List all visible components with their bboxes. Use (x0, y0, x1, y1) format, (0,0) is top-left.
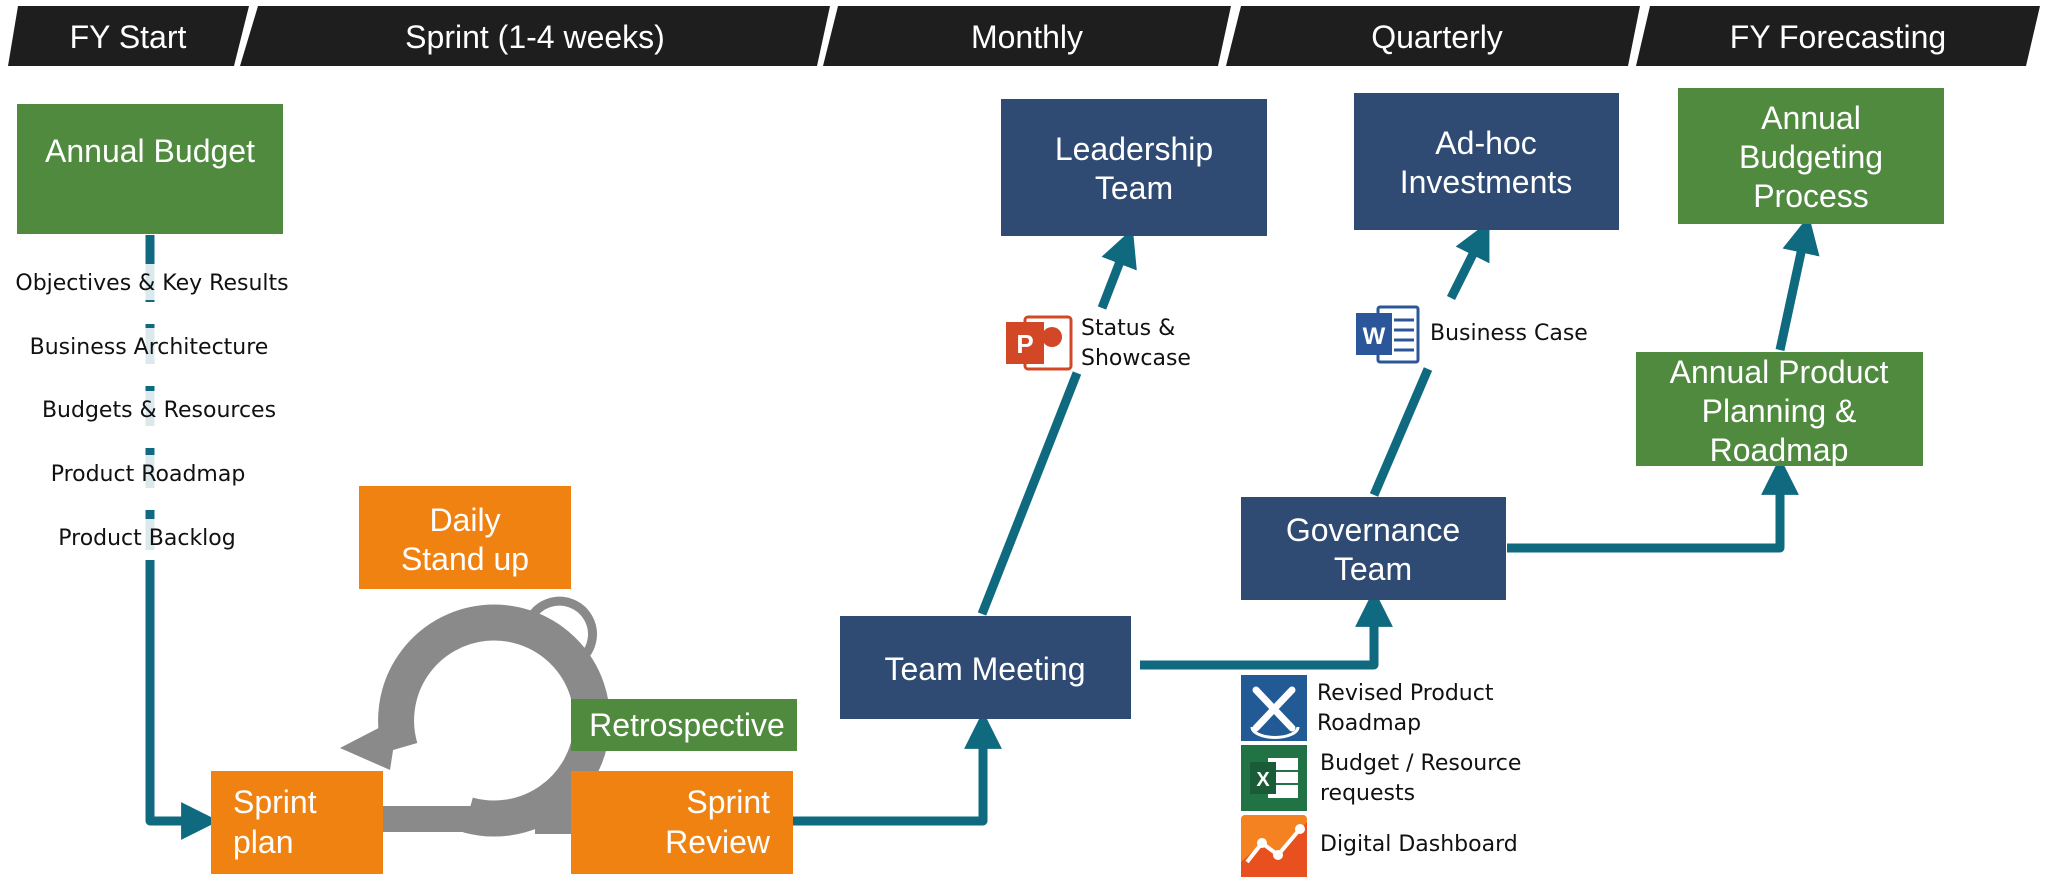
daily-loop-arrowhead (557, 654, 585, 684)
powerpoint-letter: P (1016, 329, 1033, 359)
powerpoint-icon: P (1006, 315, 1073, 371)
box-label: Investments (1400, 164, 1573, 200)
box-label: Annual Product (1670, 354, 1889, 390)
roadmap-tool-icon (1241, 675, 1307, 741)
box-label: Governance (1286, 512, 1460, 548)
box-label: Process (1753, 178, 1869, 214)
box-label: Ad-hoc (1435, 125, 1536, 161)
phase-sprint (240, 6, 830, 66)
governance-to-planning-arrow (1507, 457, 1799, 553)
phase-label: Quarterly (1371, 19, 1503, 55)
box-label: Planning & (1702, 393, 1857, 429)
excel-icon: X (1241, 745, 1307, 811)
budget-to-sprint-plan-arrow (145, 560, 219, 840)
phase-label: Monthly (971, 19, 1083, 55)
phase-monthly (823, 6, 1231, 66)
revised-roadmap-note: Revised Product (1317, 681, 1494, 706)
box-label: Team (1095, 170, 1173, 206)
business-case-to-adhoc-arrow (1446, 221, 1490, 301)
box-label: Roadmap (1710, 432, 1849, 468)
annual-product-planning-box[interactable]: Annual Product Planning & Roadmap (1636, 352, 1923, 468)
excel-letter: X (1256, 769, 1270, 791)
box-label: Annual Budget (45, 133, 255, 169)
box-label: Annual (1761, 100, 1861, 136)
dashboard-icon (1241, 815, 1307, 877)
phase-label: Sprint (1-4 weeks) (405, 19, 665, 55)
governance-team-box[interactable]: Governance Team (1241, 497, 1506, 600)
phase-label: FY Forecasting (1730, 19, 1946, 55)
box-label: Retrospective (589, 707, 785, 743)
box-label: Sprint (686, 784, 770, 820)
adhoc-investments-box[interactable]: Ad-hoc Investments (1354, 93, 1619, 230)
team-to-governance-arrow (1140, 589, 1393, 670)
box-label: Team (1334, 551, 1412, 587)
budget-inputs: Objectives & Key Results Business Archit… (15, 264, 289, 555)
box-label: Stand up (401, 541, 529, 577)
sprint-cycle-loop (378, 604, 611, 837)
review-to-team-meeting-arrow (793, 711, 1002, 826)
budget-requests-note: Budget / Resource (1320, 751, 1521, 776)
box-label: Team Meeting (885, 651, 1086, 687)
sprint-plan-box[interactable]: Sprint plan (211, 771, 383, 874)
box-label: Review (665, 824, 771, 860)
governance-to-business-case-line (1369, 367, 1433, 497)
word-letter: W (1363, 323, 1386, 350)
team-meeting-box[interactable]: Team Meeting (840, 616, 1131, 719)
annual-budget-box[interactable]: Annual Budget (17, 104, 283, 234)
digital-dashboard-note: Digital Dashboard (1320, 832, 1518, 857)
connectors (145, 215, 1820, 840)
box-label: plan (233, 824, 294, 860)
input-label: Business Architecture (30, 335, 269, 360)
status-to-leadership-arrow (1097, 228, 1137, 310)
status-showcase-note: Status & (1081, 316, 1175, 341)
revised-roadmap-note: Roadmap (1317, 711, 1421, 736)
leadership-team-box[interactable]: Leadership Team (1001, 99, 1267, 236)
sprint-review-box[interactable]: Sprint Review (571, 771, 793, 874)
phase-header-bar: FY Start Sprint (1-4 weeks) Monthly Quar… (8, 6, 2040, 66)
business-case-note: Business Case (1430, 321, 1588, 346)
input-label: Budgets & Resources (42, 398, 276, 423)
planning-to-budgeting-arrow (1775, 215, 1820, 351)
box-label: Sprint (233, 784, 317, 820)
phase-fy-start (8, 6, 249, 66)
input-label: Product Backlog (58, 526, 235, 551)
daily-loop (522, 596, 597, 664)
box-label: Budgeting (1739, 139, 1883, 175)
phase-label: FY Start (70, 19, 187, 55)
input-label: Product Roadmap (51, 462, 246, 487)
retrospective-box[interactable]: Retrospective (571, 699, 797, 751)
phase-fy-forecasting (1636, 6, 2040, 66)
annual-budgeting-process-box[interactable]: Annual Budgeting Process (1678, 88, 1944, 224)
status-showcase-note: Showcase (1081, 346, 1191, 371)
team-to-status-line (977, 371, 1082, 616)
box-label: Leadership (1055, 131, 1213, 167)
sprint-cycle-arrowhead (340, 718, 398, 770)
daily-standup-box[interactable]: Daily Stand up (359, 486, 571, 589)
budget-requests-note: requests (1320, 781, 1415, 806)
input-label: Objectives & Key Results (15, 271, 288, 296)
box-label: Daily (429, 502, 500, 538)
word-icon: W (1356, 305, 1420, 364)
phase-quarterly (1226, 6, 1640, 66)
